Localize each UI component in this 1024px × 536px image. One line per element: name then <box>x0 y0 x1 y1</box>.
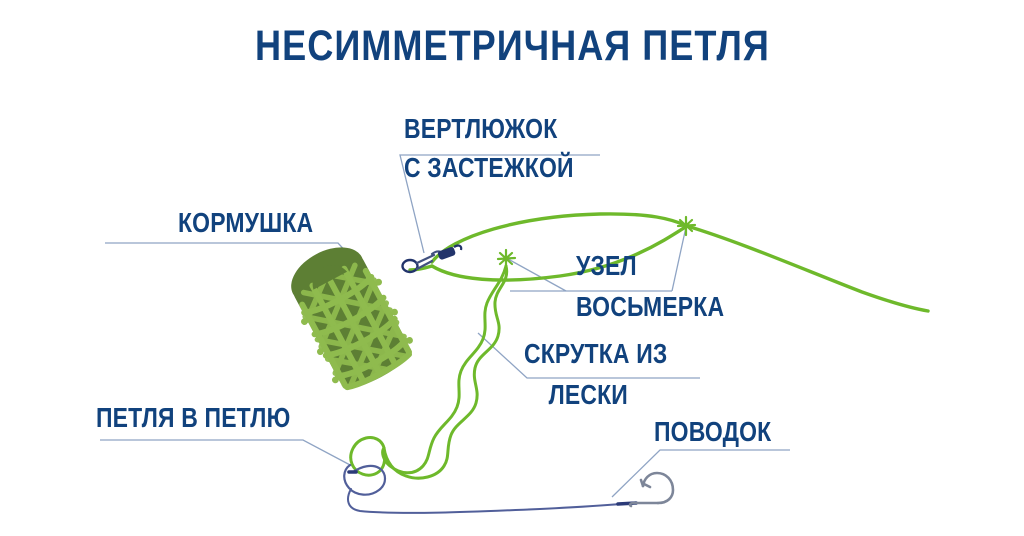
twisted-strand-b <box>382 264 509 480</box>
label-petlya-line-0: ПЕТЛЯ В ПЕТЛЮ <box>96 402 291 433</box>
label-skrutka-line-1: ЛЕСКИ <box>548 378 628 410</box>
twisted-line-group <box>349 264 509 480</box>
leader-line <box>347 488 633 514</box>
knots-group <box>496 215 697 270</box>
label-skrutka: СКРУТКА ИЗ ЛЕСКИ <box>524 338 668 410</box>
green-terminal-loop <box>349 436 387 477</box>
swivel-ring <box>401 258 419 274</box>
pointer-uzel-left <box>507 258 567 292</box>
main-line-group <box>408 212 930 313</box>
page-title-text: НЕСИММЕТРИЧНАЯ ПЕТЛЯ <box>254 22 770 70</box>
loop-to-loop-group <box>343 463 387 496</box>
main-line-lower-strand <box>430 224 689 282</box>
label-vertlyuzhok-line-0: ВЕРТЛЮЖОК <box>404 113 558 144</box>
feeder-cage <box>291 247 413 391</box>
label-skrutka-line-0: СКРУТКА ИЗ <box>524 338 668 369</box>
pointer-skrutka <box>477 332 700 379</box>
hook-point <box>639 478 645 488</box>
label-povodok: ПОВОДОК <box>654 416 772 447</box>
label-uzel: УЗЕЛ ВОСЬМЕРКА <box>576 250 725 322</box>
twisted-strand-a <box>381 264 508 475</box>
pointer-povodok <box>611 449 790 498</box>
swivel-eye <box>453 244 463 251</box>
pointer-vertlyuzhok <box>399 154 600 254</box>
leader-group <box>347 488 633 514</box>
leader-loop <box>343 463 387 496</box>
feeder-studs <box>301 278 413 384</box>
label-uzel-line-0: УЗЕЛ <box>576 250 637 281</box>
label-kormushka: КОРМУШКА <box>178 207 314 238</box>
label-vertlyuzhok-line-1: С ЗАСТЕЖКОЙ <box>404 151 574 183</box>
main-line-to-rod <box>685 224 930 313</box>
hook-eye <box>628 501 636 508</box>
swivel-clasp <box>401 244 463 274</box>
label-pointer-lines <box>100 154 790 498</box>
pointer-petlya <box>100 439 353 467</box>
fishing-hook <box>628 471 675 508</box>
main-line-upper-strand <box>430 212 689 264</box>
hook-bend <box>641 471 675 505</box>
feeder-nose <box>312 265 348 290</box>
page-title: НЕСИММЕТРИЧНАЯ ПЕТЛЯ <box>0 22 1024 71</box>
label-kormushka-line-0: КОРМУШКА <box>178 207 314 238</box>
swivel-barrel <box>437 247 456 260</box>
figure-eight-knot-right <box>676 215 697 237</box>
label-vertlyuzhok: ВЕРТЛЮЖОК С ЗАСТЕЖКОЙ <box>404 113 574 183</box>
hook-barb <box>642 482 652 489</box>
label-uzel-line-1: ВОСЬМЕРКА <box>576 290 725 322</box>
main-line-left-tail <box>408 264 434 272</box>
label-povodok-line-0: ПОВОДОК <box>654 416 772 447</box>
label-petlya-v-petlyu: ПЕТЛЯ В ПЕТЛЮ <box>96 402 291 433</box>
pointer-uzel-right <box>671 226 687 292</box>
